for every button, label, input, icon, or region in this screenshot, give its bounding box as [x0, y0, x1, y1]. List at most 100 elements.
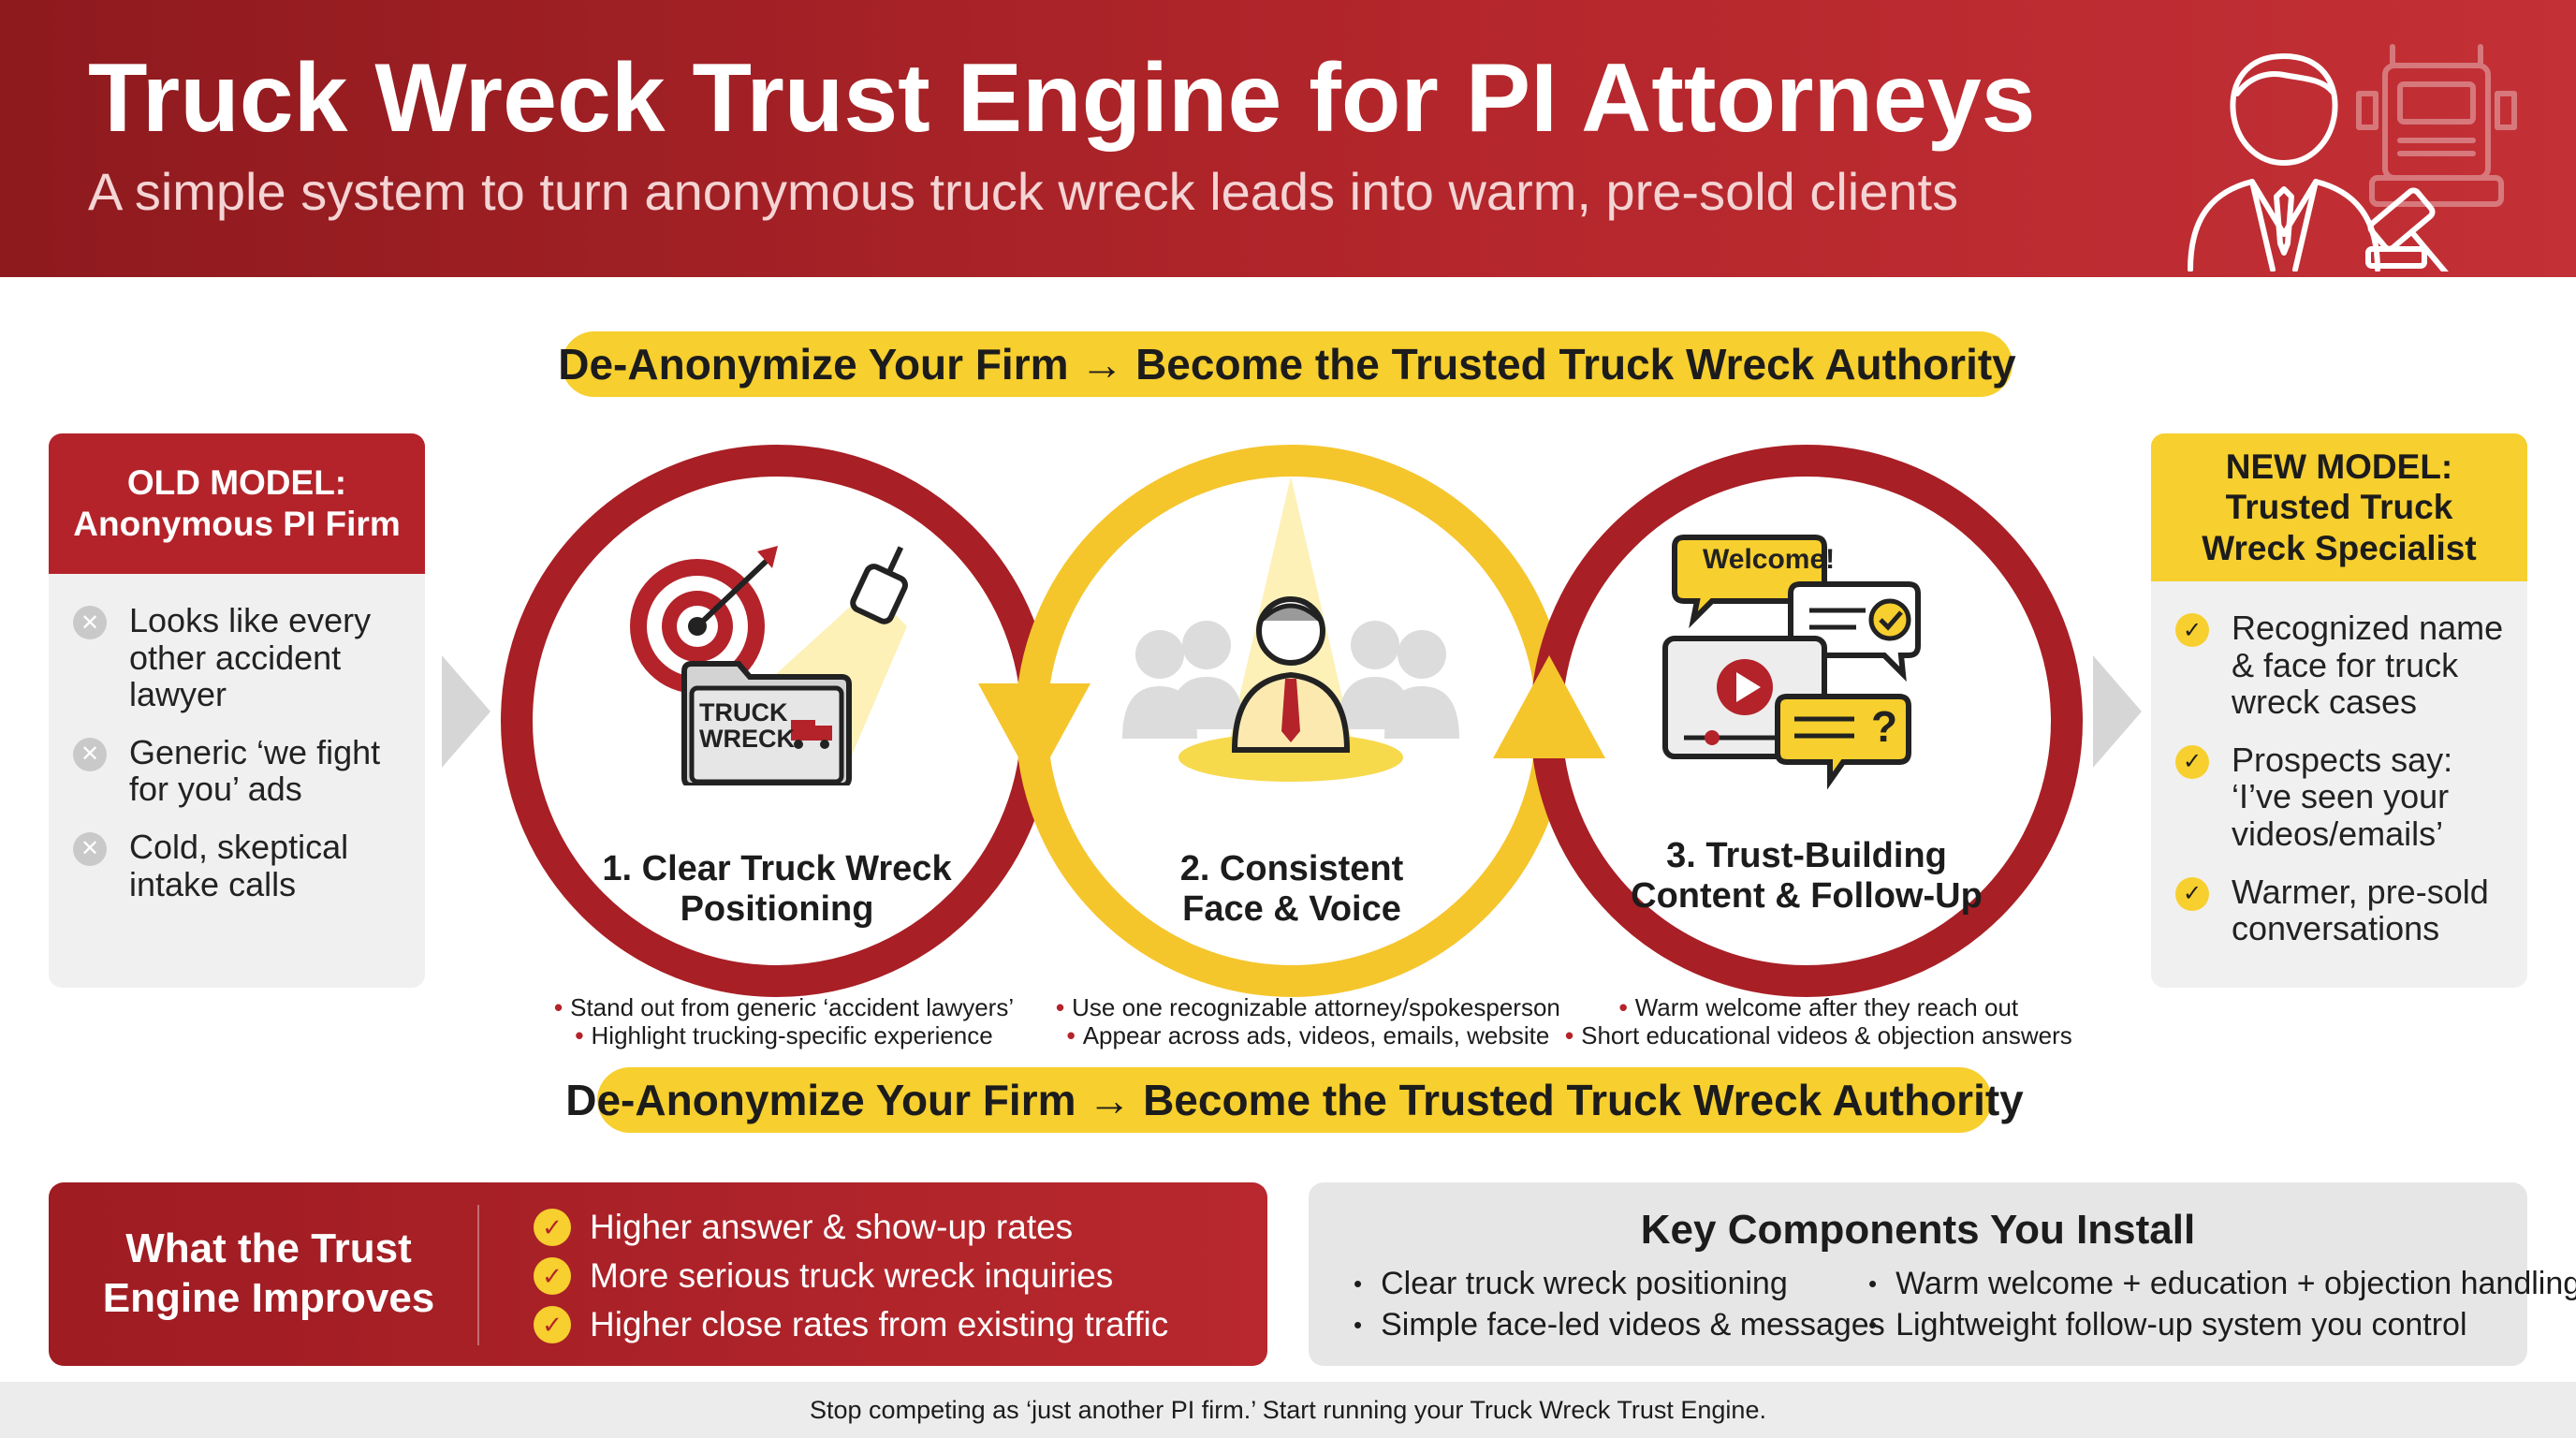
component-text: Clear truck wreck positioning: [1381, 1265, 1788, 1301]
new-model-item-text: Prospects say: ‘I’ve seen your videos/em…: [2232, 740, 2453, 853]
list-item: ✓ Higher close rates from existing traff…: [534, 1300, 1168, 1349]
check-circle-icon: ✓: [2175, 876, 2209, 911]
list-item: ✓ Warmer, pre-sold conversations: [2175, 873, 2510, 947]
step-3-bullets: •Warm welcome after they reach out •Shor…: [1565, 993, 2072, 1049]
list-item: ✓ Recognized name & face for truck wreck…: [2175, 609, 2510, 721]
improves-title-line2: Engine Improves: [102, 1274, 435, 1321]
check-circle-icon: ✓: [534, 1209, 571, 1246]
new-model-list: ✓ Recognized name & face for truck wreck…: [2151, 581, 2527, 947]
step-1-label-line2: Positioning: [680, 888, 874, 929]
component-text: Warm welcome + education + objection han…: [1895, 1265, 2576, 1301]
step-1-label-line1: 1. Clear Truck Wreck: [602, 849, 952, 888]
new-model-item-text: Recognized name & face for truck wreck c…: [2232, 609, 2504, 722]
improves-title-line1: What the Trust: [125, 1225, 412, 1271]
list-item: •Simple face-led videos & messages: [1354, 1304, 1885, 1345]
chevron-right-icon: [442, 655, 490, 768]
step-3-circle: Welcome! ? 3. Trust-Building Content & F…: [1530, 445, 2083, 997]
new-model-title: NEW MODEL: Trusted Truck Wreck Specialis…: [2151, 433, 2527, 581]
step-1-bullets: •Stand out from generic ‘accident lawyer…: [554, 993, 1015, 1049]
old-model-title: OLD MODEL: Anonymous PI Firm: [49, 433, 425, 574]
chat-video-icon: [1662, 535, 1921, 790]
improves-item-text: More serious truck wreck inquiries: [590, 1256, 1114, 1295]
spokesperson-spotlight-icon: [1122, 477, 1459, 782]
component-text: Lightweight follow-up system you control: [1895, 1306, 2467, 1343]
attorney-truck-gavel-icon: [2188, 44, 2517, 271]
list-item: • Clear truck wreck positioning: [1354, 1263, 1885, 1304]
folder-label-line1: TRUCK: [699, 698, 788, 726]
x-circle-icon: ✕: [73, 831, 107, 866]
list-item: ✕ Looks like every other accident lawyer: [73, 602, 408, 713]
question-mark: ?: [1871, 702, 1898, 751]
improves-title: What the Trust Engine Improves: [86, 1225, 451, 1324]
chevron-right-icon: [2093, 655, 2142, 768]
check-circle-icon: ✓: [534, 1257, 571, 1295]
improves-item-text: Higher close rates from existing traffic: [590, 1305, 1169, 1343]
component-text: Simple face-led videos & messages: [1381, 1306, 1885, 1343]
new-model-card: NEW MODEL: Trusted Truck Wreck Specialis…: [2151, 433, 2527, 988]
old-model-card: OLD MODEL: Anonymous PI Firm ✕ Looks lik…: [49, 433, 425, 988]
list-item: ✓ More serious truck wreck inquiries: [534, 1252, 1168, 1300]
bullet: •: [1354, 1310, 1363, 1339]
step-1-bullet: Highlight trucking-specific experience: [591, 1020, 993, 1049]
target-folder-icon: [630, 546, 908, 785]
step-3-label: 3. Trust-Building Content & Follow-Up: [1562, 836, 2051, 917]
header-banner: Truck Wreck Trust Engine for PI Attorney…: [0, 0, 2576, 277]
step-3-bullet: Warm welcome after they reach out: [1634, 993, 2019, 1021]
step-3-label-line1: 3. Trust-Building: [1666, 836, 1947, 875]
new-model-item-text: Warmer, pre-sold conversations: [2232, 872, 2489, 948]
components-title: Key Components You Install: [1640, 1207, 2196, 1253]
new-model-title-line2: Trusted Truck: [2225, 488, 2453, 527]
folder-label-line2: WRECK: [699, 725, 795, 754]
list-item: • Warm welcome + education + objection ha…: [1868, 1263, 2576, 1304]
step-1-circle: TRUCK WRECK 1. Clear Truck Wreck Positio…: [501, 445, 1053, 997]
x-circle-icon: ✕: [73, 737, 107, 771]
components-panel: Key Components You Install • Clear truck …: [1309, 1182, 2576, 1366]
x-circle-icon: ✕: [73, 606, 107, 639]
new-model-title-line3: Wreck Specialist: [2202, 528, 2477, 567]
old-model-list: ✕ Looks like every other accident lawyer…: [49, 574, 425, 902]
step-2-bullet: Use one recognizable attorney/spokespers…: [1072, 993, 1560, 1021]
list-item: ✕ Generic ‘we fight for you’ ads: [73, 732, 408, 809]
step-2-bullets: •Use one recognizable attorney/spokesper…: [1056, 993, 1560, 1049]
banner-top: De-Anonymize Your Firm → Become the Trus…: [558, 331, 2016, 397]
page-subtitle: A simple system to turn anonymous truck …: [88, 162, 1959, 221]
old-model-title-line2: Anonymous PI Firm: [73, 505, 401, 543]
check-circle-icon: ✓: [2175, 744, 2209, 779]
step-2-bullet: Appear across ads, videos, emails, websi…: [1082, 1020, 1550, 1049]
page-title: Truck Wreck Trust Engine for PI Attorney…: [88, 44, 2036, 153]
bullet: •: [1868, 1269, 1878, 1298]
folder-label: TRUCK WRECK: [699, 699, 795, 753]
old-model-item-text: Looks like every other accident lawyer: [129, 601, 372, 714]
old-model-title-line1: OLD MODEL:: [126, 463, 347, 503]
improves-panel: What the Trust Engine Improves ✓ Higher …: [49, 1182, 1267, 1366]
improves-item-text: Higher answer & show-up rates: [590, 1208, 1074, 1246]
list-item: ✓ Higher answer & show-up rates: [534, 1203, 1168, 1252]
welcome-bubble-text: Welcome!: [1703, 544, 1836, 575]
step-1-bullet: Stand out from generic ‘accident lawyers…: [570, 993, 1015, 1021]
bullet: •: [1354, 1269, 1363, 1298]
new-model-title-line1: NEW MODEL:: [2225, 447, 2453, 486]
cycle-arrow-up-icon: [1493, 655, 1605, 758]
step-2-label-line1: 2. Consistent: [1179, 849, 1404, 888]
old-model-item-text: Generic ‘we fight for you’ ads: [129, 732, 381, 809]
step-2-label-line2: Face & Voice: [1182, 888, 1401, 929]
components-col-1: •Clear truck wreck positioning •Simple f…: [1354, 1263, 1885, 1345]
list-item: • Lightweight follow-up system you contro…: [1868, 1304, 2576, 1345]
check-circle-icon: ✓: [534, 1306, 571, 1343]
improves-list: ✓ Higher answer & show-up rates ✓ More s…: [534, 1203, 1168, 1349]
step-2-label: 2. Consistent Face & Voice: [1047, 849, 1536, 930]
cycle-arrow-left-icon: [978, 683, 1090, 786]
step-2-circle: 2. Consistent Face & Voice: [1016, 445, 1568, 997]
step-3-bullet: Short educational videos & objection ans…: [1581, 1020, 2072, 1049]
banner-bottom: De-Anonymize Your Firm → Become the Trus…: [565, 1067, 2024, 1133]
old-model-item-text: Cold, skeptical intake calls: [129, 827, 349, 903]
step-1-label: 1. Clear Truck Wreck Positioning: [533, 849, 1021, 930]
components-col-2: • Warm welcome + education + objection ha…: [1868, 1263, 2576, 1345]
step-3-label-line2: Content & Follow-Up: [1631, 875, 1983, 916]
list-item: ✕ Cold, skeptical intake calls: [73, 829, 408, 902]
list-item: ✓ Prospects say: ‘I’ve seen your videos/…: [2175, 741, 2510, 853]
bullet: •: [1868, 1310, 1878, 1339]
divider: [477, 1205, 479, 1345]
footer-tagline: Stop competing as ‘just another PI firm.…: [0, 1382, 2576, 1438]
check-circle-icon: ✓: [2175, 613, 2209, 647]
